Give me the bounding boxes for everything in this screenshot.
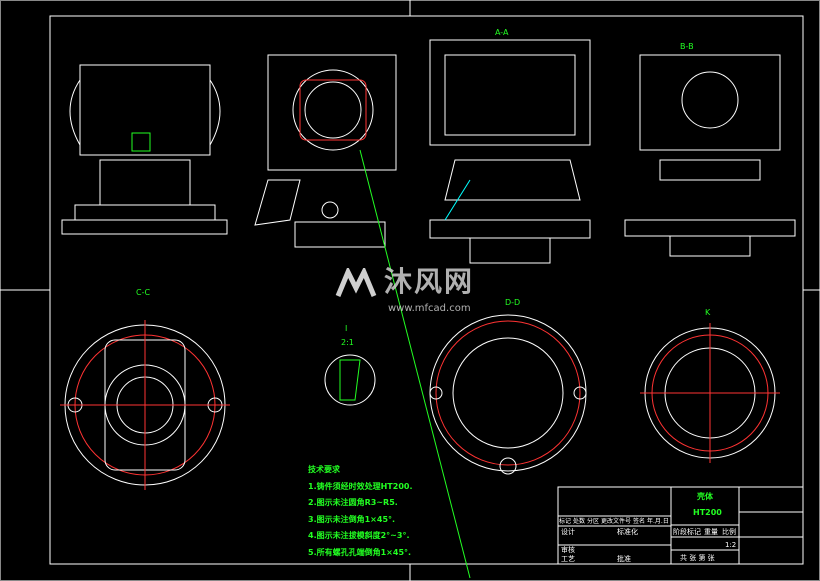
part-name: 壳体: [697, 492, 713, 501]
tb-process: 工艺: [561, 555, 575, 563]
tb-scale-label: 比例: [722, 528, 736, 536]
tb-standardization: 标准化: [617, 528, 638, 536]
tb-header-sign: 签名: [633, 518, 646, 525]
tb-header-mark: 标记: [559, 518, 572, 525]
tech-requirements: 技术要求 1.铸件须经时效处理HT200. 2.图示未注圆角R3~R5. 3.图…: [308, 462, 413, 561]
leader-line: [359, 149, 471, 579]
watermark-name: 沐风网: [384, 265, 475, 298]
tech-requirement-item: 5.所有螺孔孔端倒角1×45°.: [308, 547, 412, 557]
tb-design: 设计: [561, 528, 575, 536]
label-detail-scale: 2:1: [341, 338, 354, 347]
tech-requirements-heading: 技术要求: [308, 465, 340, 474]
tech-requirement-item: 3.图示未注倒角1×45°.: [308, 514, 396, 524]
watermark-logo-icon: [335, 268, 377, 297]
tb-header-change-doc: 更改文件号: [601, 518, 632, 525]
label-detail-i: I: [345, 324, 348, 333]
material: HT200: [693, 508, 722, 517]
label-bb: B-B: [680, 42, 694, 51]
label-dd: D-D: [505, 298, 521, 307]
tb-scale: 1:2: [725, 541, 737, 549]
tech-requirement-item: 4.图示未注拔模斜度2°~3°.: [308, 531, 410, 540]
tb-stage-mark: 阶段标记: [673, 528, 701, 536]
view-k: [640, 323, 780, 463]
top-view: [254, 54, 397, 248]
tb-review: 审核: [561, 546, 575, 554]
tb-header-zone: 分区: [587, 518, 600, 525]
tb-header-date: 年.月.日: [647, 518, 669, 525]
section-aa: [429, 39, 591, 264]
label-k: K: [705, 308, 711, 317]
tech-requirement-item: 1.铸件须经时效处理HT200.: [308, 481, 413, 491]
title-block-lines: [557, 486, 804, 565]
section-dd: [429, 314, 587, 475]
tb-approve: 批准: [617, 555, 631, 563]
tb-weight: 重量: [704, 528, 718, 536]
watermark-url: www.mfcad.com: [388, 303, 471, 314]
front-view: [61, 64, 228, 235]
tb-sheets: 共 张 第 张: [680, 554, 715, 562]
label-cc: C-C: [136, 288, 151, 297]
label-aa: A-A: [495, 28, 509, 37]
detail-i: [324, 354, 376, 406]
section-bb: [624, 54, 796, 257]
tb-header-count: 处数: [573, 518, 586, 525]
tech-requirement-item: 2.图示未注圆角R3~R5.: [308, 498, 398, 507]
section-cc: [60, 320, 230, 490]
